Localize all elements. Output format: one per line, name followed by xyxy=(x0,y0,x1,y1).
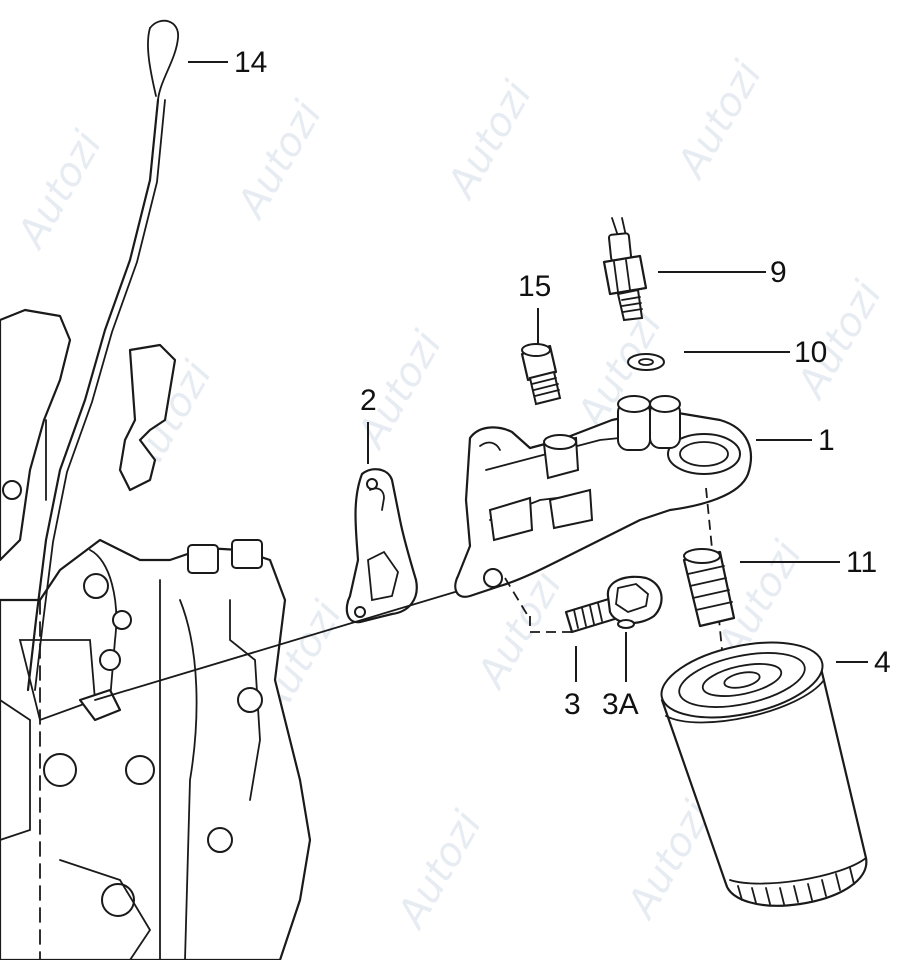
callout-11: 11 xyxy=(846,546,877,579)
callout-10: 10 xyxy=(794,336,827,369)
oil-filter-housing xyxy=(454,395,753,598)
mounting-bolt xyxy=(564,575,663,634)
callout-2: 2 xyxy=(360,384,377,417)
bolt-washer xyxy=(617,619,635,629)
callout-3: 3 xyxy=(564,688,581,721)
oil-filter xyxy=(660,641,868,907)
watermark-text: Autozi xyxy=(667,54,771,188)
callout-14: 14 xyxy=(234,46,267,79)
callout-15: 15 xyxy=(518,270,551,303)
spring xyxy=(682,548,736,628)
gasket xyxy=(345,468,418,624)
watermark-text: Autozi xyxy=(437,74,541,208)
callout-labels: 14 2 15 9 10 1 11 4 3 3A xyxy=(234,46,891,721)
leader-lines xyxy=(188,61,868,682)
callout-3a: 3A xyxy=(602,688,639,721)
callout-4: 4 xyxy=(874,646,891,679)
watermark-text: Autozi xyxy=(227,94,331,228)
callout-1: 1 xyxy=(818,424,835,457)
alignment-line xyxy=(94,591,456,701)
callout-9: 9 xyxy=(770,256,787,289)
watermark-text: Autozi xyxy=(7,124,111,258)
engine-block xyxy=(0,308,312,960)
watermark-text: Autozi xyxy=(387,804,491,938)
oil-dipstick xyxy=(26,19,179,692)
oil-pressure-switch xyxy=(602,217,648,322)
pressure-relief-valve xyxy=(520,343,562,406)
sealing-washer xyxy=(627,353,665,371)
